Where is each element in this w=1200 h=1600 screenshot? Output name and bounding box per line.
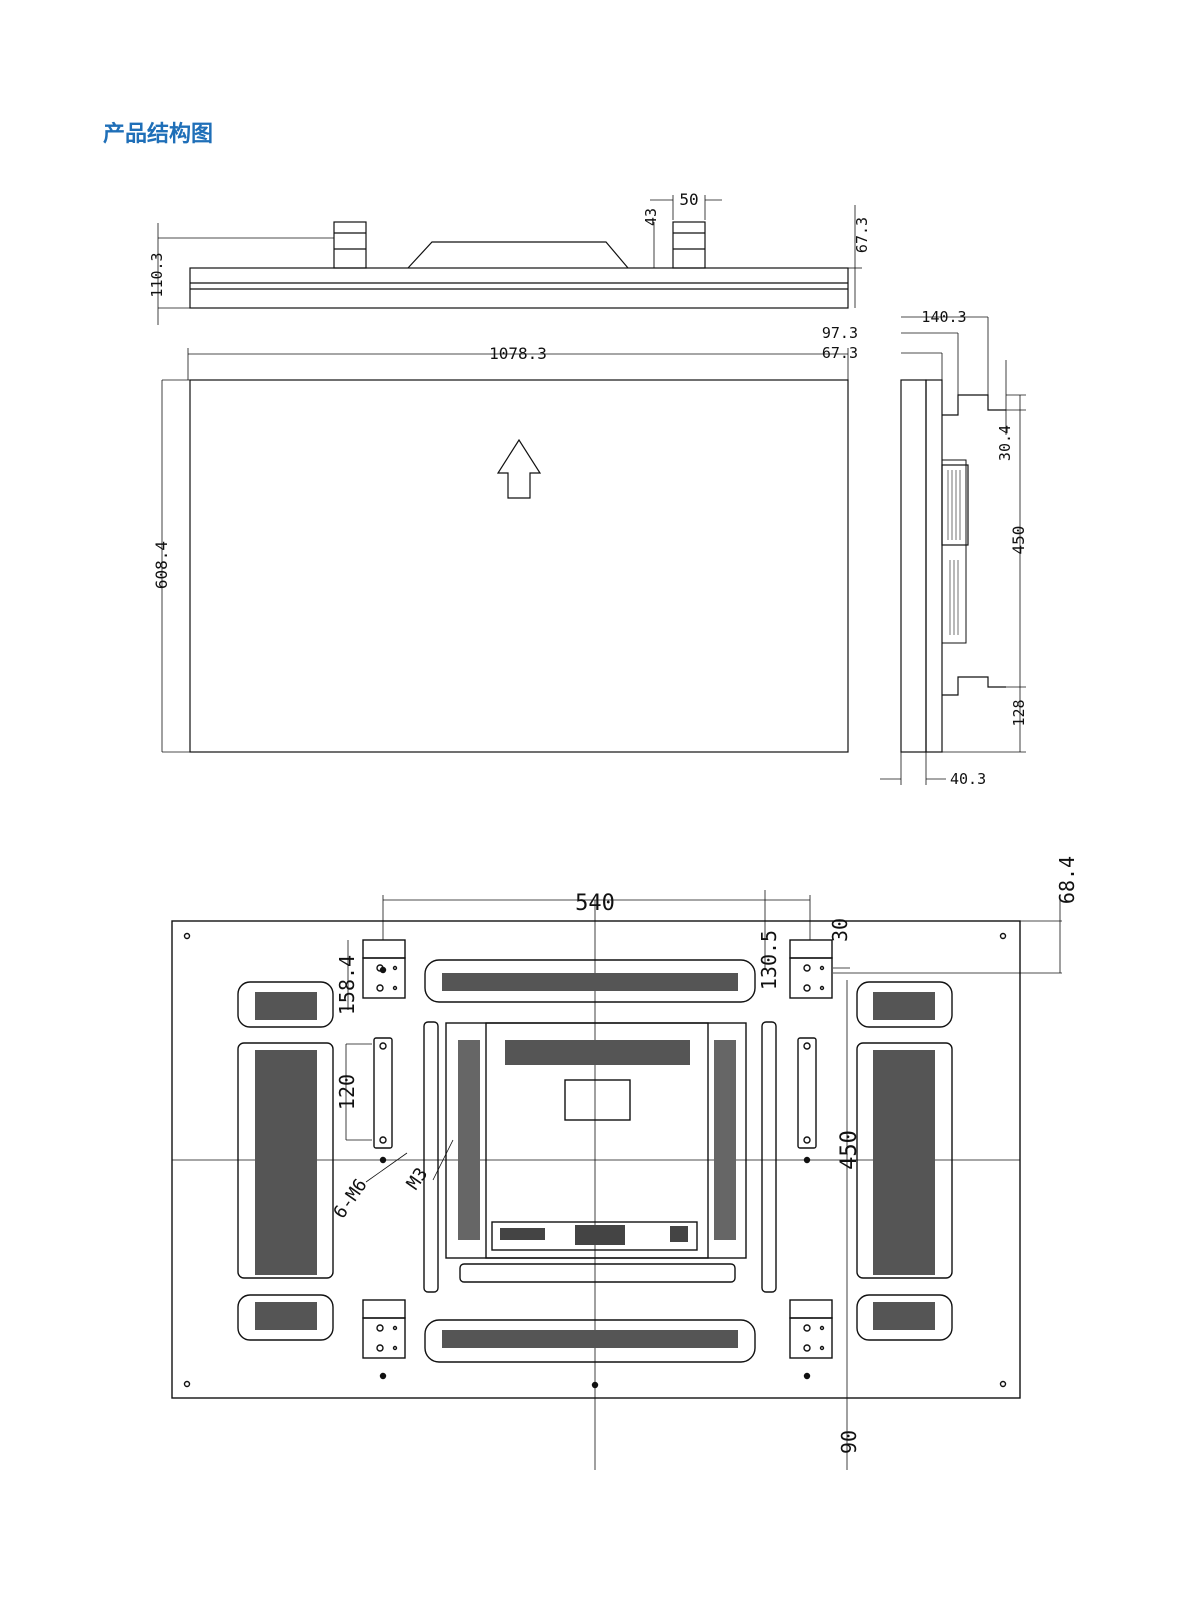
mount-bracket-right xyxy=(672,221,706,269)
io-connector-strip xyxy=(491,1221,698,1251)
dim-mount-spacing: 450 xyxy=(1009,526,1028,555)
dim-front-width: 1078.3 xyxy=(489,344,547,363)
rear-panel xyxy=(171,920,1021,1399)
bracket-top-right xyxy=(789,939,833,999)
dim-depth-mid: 97.3 xyxy=(822,324,858,342)
dim-hole-h-spacing: 540 xyxy=(575,891,615,916)
dim-bottom-offset: 128 xyxy=(1010,699,1028,726)
bracket-bottom-right xyxy=(789,1299,833,1359)
dim-bracket-inner: 30 xyxy=(828,918,852,942)
dim-bracket-height: 43 xyxy=(642,208,660,226)
handle-right xyxy=(797,1037,817,1149)
bracket-top-left xyxy=(362,939,406,999)
dim-top-edge-offset: 68.4 xyxy=(1055,856,1079,904)
top-view xyxy=(157,195,862,325)
mount-bracket-left xyxy=(333,221,367,269)
bracket-bottom-left xyxy=(362,1299,406,1359)
dim-depth-panel: 67.3 xyxy=(822,344,858,362)
dim-panel-depth-top: 67.3 xyxy=(853,217,871,253)
dim-thickness-total: 110.3 xyxy=(148,252,166,297)
front-view xyxy=(161,348,849,753)
dim-hole-v-spacing: 450 xyxy=(837,1130,862,1170)
label-thread-m6: 6-M6 xyxy=(329,1175,371,1223)
orientation-arrow xyxy=(496,438,542,499)
structure-drawing-top: 110.3 43 50 67.3 1078.3 608.4 140.3 97.3… xyxy=(110,165,1040,800)
page-title: 产品结构图 xyxy=(103,122,214,147)
dim-front-height: 608.4 xyxy=(152,541,171,589)
dim-side-bracket-spacing: 120 xyxy=(335,1074,359,1110)
structure-drawing-rear: 540 68.4 130.5 30 158.4 120 450 90 6-M6 … xyxy=(150,830,1100,1495)
dim-top-offset: 30.4 xyxy=(996,425,1014,461)
dim-bottom-offset-rear: 90 xyxy=(837,1430,861,1454)
dim-side-bracket-offset: 158.4 xyxy=(335,955,359,1015)
dim-bracket-top: 130.5 xyxy=(757,930,781,990)
label-thread-m3: M3 xyxy=(403,1164,433,1194)
dim-bezel-depth: 40.3 xyxy=(950,770,986,788)
handle-left xyxy=(373,1037,393,1149)
dim-bracket-width: 50 xyxy=(679,190,698,209)
dim-depth-max: 140.3 xyxy=(921,308,966,326)
side-view xyxy=(880,316,1026,785)
